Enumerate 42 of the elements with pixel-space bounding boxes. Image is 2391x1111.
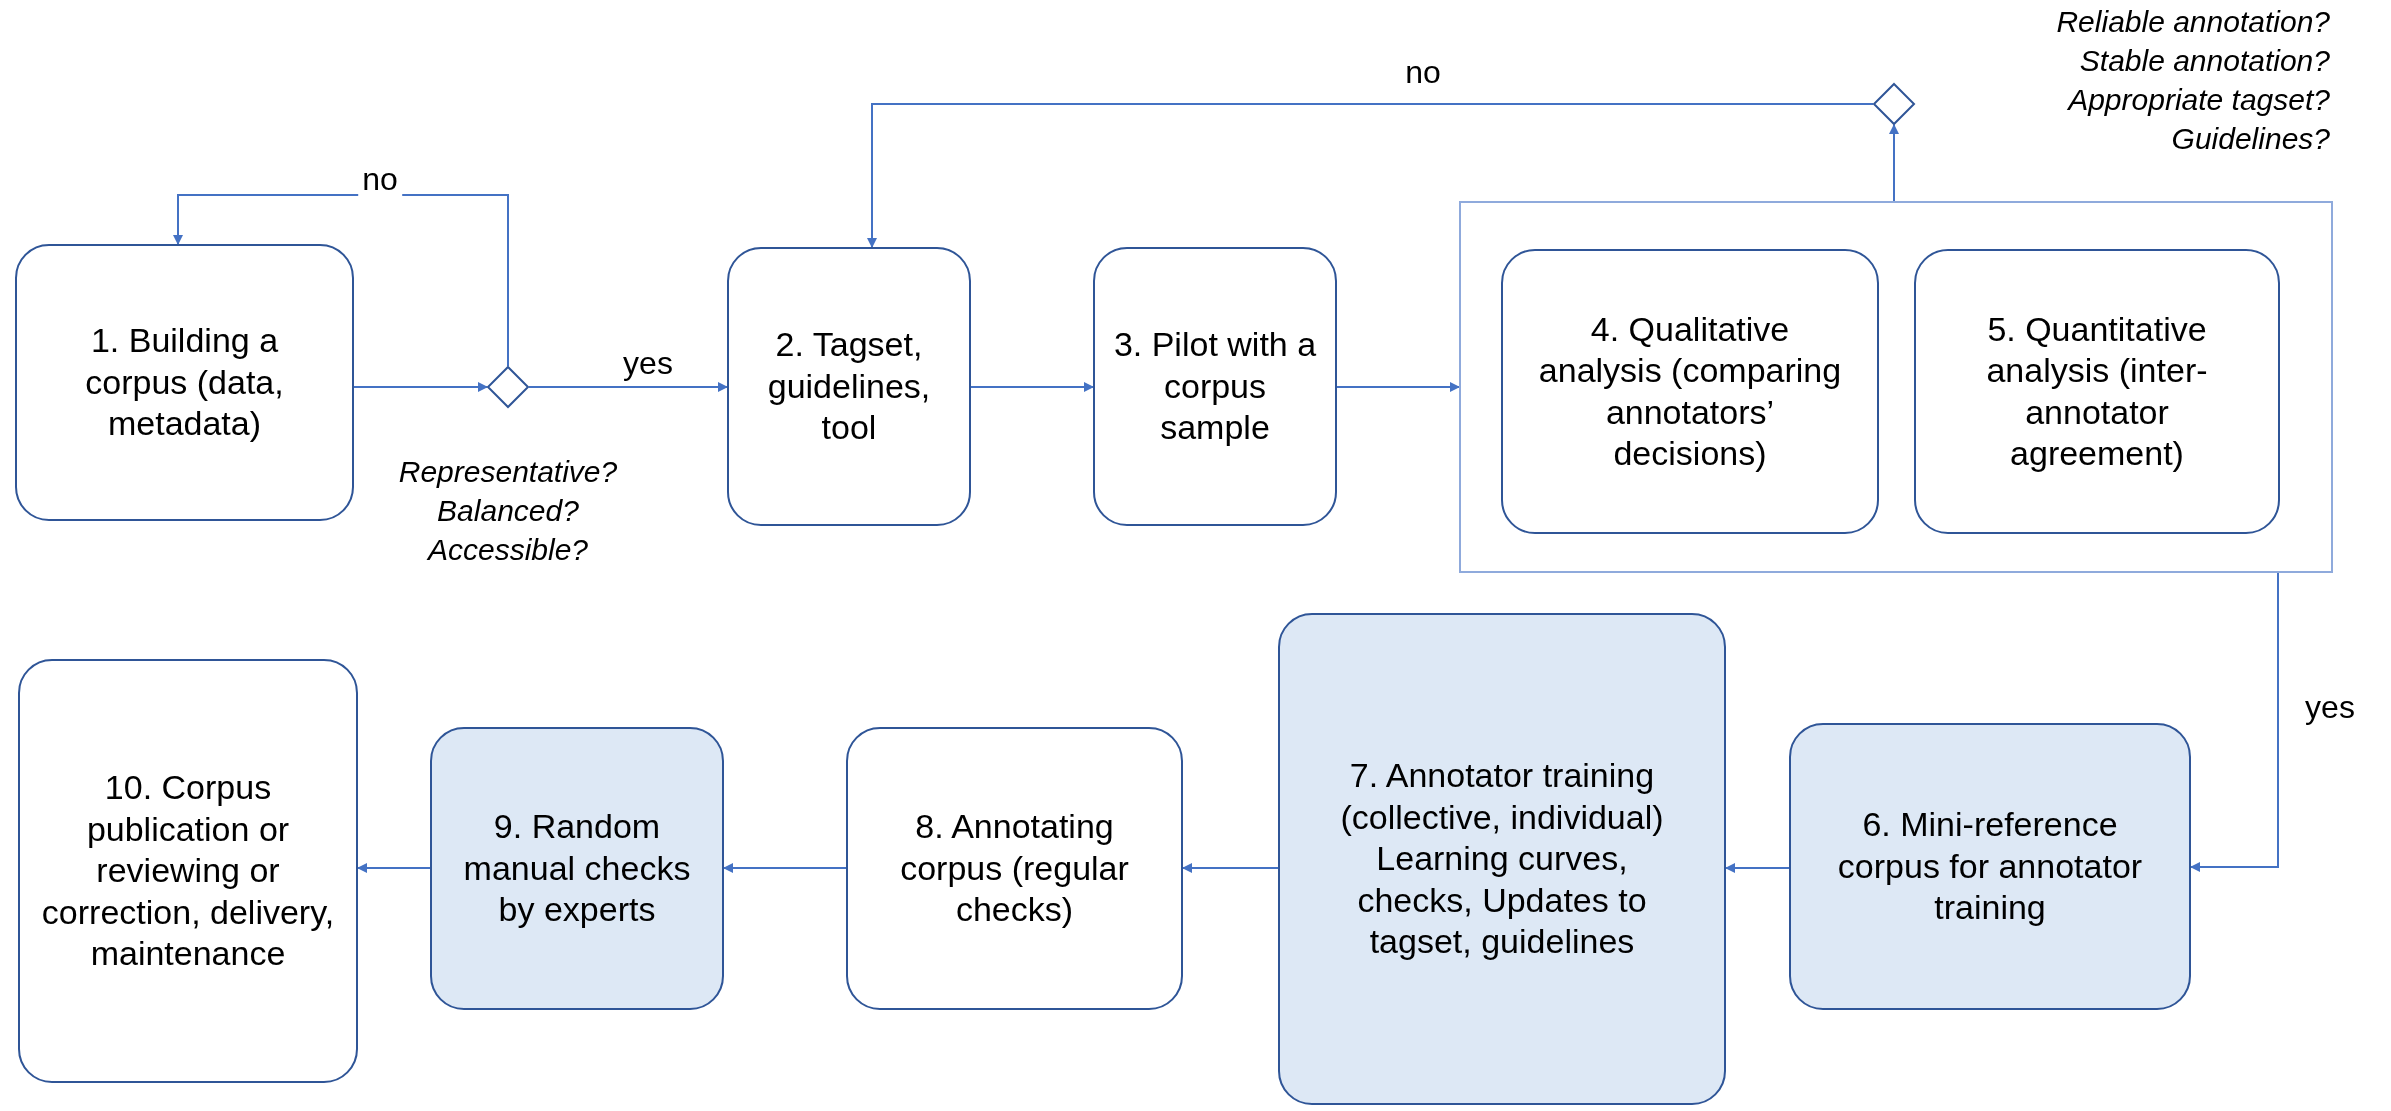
step-label: 2. Tagset, guidelines, tool: [766, 324, 932, 449]
process-box: [430, 727, 724, 1010]
question-text: Appropriate tagset?: [2066, 82, 2330, 118]
process-box: [1789, 723, 2191, 1010]
step-label: 7. Annotator training (collective, individual) Learning curves, checks, Updates to tagset, guidelines: [1339, 755, 1665, 963]
step-label: 4. Qualitative analysis (comparing annotators’ decisions): [1537, 308, 1843, 474]
question-text: Guidelines?: [2170, 121, 2330, 157]
step-label: 5. Quantitative analysis (inter-annotator agreement): [1985, 308, 2209, 474]
process-box: [1501, 249, 1879, 534]
process-box: [727, 247, 971, 526]
arrow: [723, 863, 847, 873]
arrow: [173, 194, 509, 367]
arrow: [1889, 124, 1899, 202]
question-text: Reliable annotation?: [2056, 4, 2330, 40]
process-box: [1278, 613, 1726, 1105]
group-frame: [1459, 201, 2333, 573]
process-box: [1093, 247, 1337, 526]
step-label: 9. Random manual checks by experts: [462, 806, 692, 931]
arrow: [1336, 382, 1460, 392]
process-box: [18, 659, 358, 1083]
arrow: [1182, 863, 1279, 873]
decision-diamond: [1873, 83, 1915, 125]
step-label: 10. Corpus publication or reviewing or correction, delivery, maintenance: [40, 767, 336, 975]
process-box: [15, 244, 354, 521]
question-text: Accessible?: [425, 532, 590, 568]
process-box: [1914, 249, 2280, 534]
decision-diamond: [487, 366, 529, 408]
arrow: [353, 382, 488, 392]
arrow: [1725, 863, 1790, 873]
step-label: 8. Annotating corpus (regular checks): [899, 806, 1130, 931]
arrow: [2190, 572, 2279, 872]
process-box: [846, 727, 1183, 1010]
arrow: [970, 382, 1094, 392]
arrow: [528, 382, 728, 392]
arrow: [357, 863, 431, 873]
step-label: 3. Pilot with a corpus sample: [1112, 324, 1318, 449]
step-label: 1. Building a corpus (data, metadata): [84, 320, 285, 445]
step-label: 6. Mini-reference corpus for annotator training: [1836, 804, 2144, 929]
question-text: Stable annotation?: [2078, 43, 2330, 79]
question-text: Balanced?: [436, 493, 580, 529]
arrow: [867, 103, 1874, 248]
question-text: Representative?: [398, 454, 618, 490]
